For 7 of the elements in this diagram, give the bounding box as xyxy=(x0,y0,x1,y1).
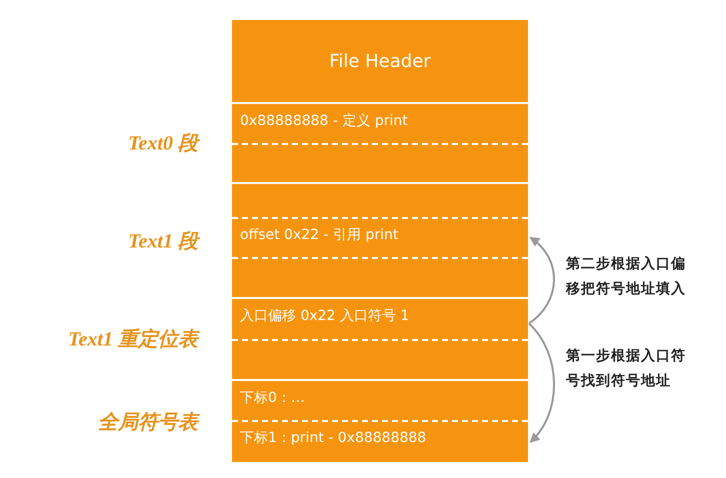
section-heading: 全局符号表 xyxy=(98,410,198,435)
header-box: File Header xyxy=(232,20,528,102)
section-heading: Text1 重定位表 xyxy=(68,327,198,352)
section-heading: Text0 段 xyxy=(128,132,198,156)
curved-arrow xyxy=(528,236,555,324)
section-heading: Text1 段 xyxy=(128,229,198,254)
curved-arrow xyxy=(528,322,555,443)
